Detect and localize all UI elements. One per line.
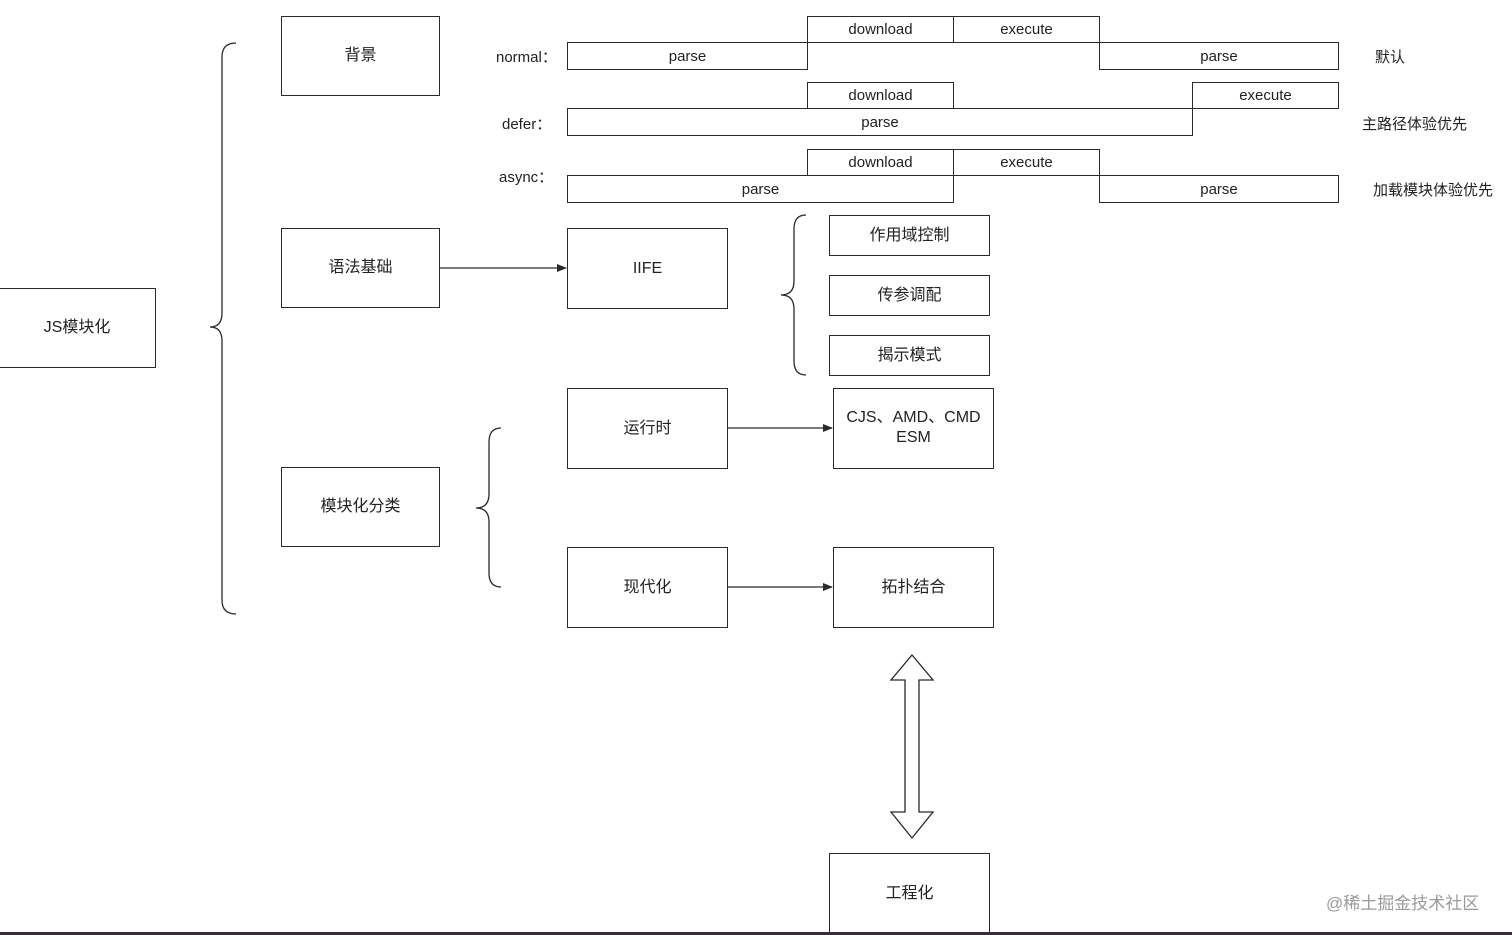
module-systems-node: CJS、AMD、CMD ESM: [833, 388, 994, 469]
async-parse-1: parse: [567, 175, 954, 203]
background-label: 背景: [344, 47, 377, 64]
double-arrow: [889, 653, 935, 840]
segment-label: download: [848, 21, 913, 38]
timeline-label-defer: defer：: [502, 116, 552, 133]
segment-label: parse: [668, 47, 707, 65]
async-execute: execute: [953, 149, 1100, 176]
defer-execute: execute: [1192, 82, 1339, 109]
segment-label: execute: [1239, 87, 1292, 104]
segment-label: download: [848, 154, 913, 171]
segment-label: parse: [741, 180, 780, 198]
feature-param-passing: 传参调配: [829, 275, 990, 316]
async-parse-2: parse: [1099, 175, 1339, 203]
normal-download: download: [807, 16, 954, 43]
defer-parse: parse: [567, 108, 1193, 136]
feature-scope-control: 作用域控制: [829, 215, 990, 256]
classification-label: 模块化分类: [320, 498, 401, 515]
timeline-label-async: async：: [499, 169, 554, 186]
bottom-edge: [0, 932, 1512, 935]
feature-label: 作用域控制: [869, 226, 950, 244]
topology-node: 拓扑结合: [833, 547, 994, 628]
modern-node: 现代化: [567, 547, 728, 628]
timeline-note-defer: 主路径体验优先: [1362, 116, 1468, 133]
engineering-label: 工程化: [885, 884, 934, 902]
feature-label: 传参调配: [877, 286, 942, 304]
module-systems-label: CJS、AMD、CMD ESM: [846, 409, 981, 446]
classification-brace: [475, 427, 502, 588]
runtime-node: 运行时: [567, 388, 728, 469]
defer-download: download: [807, 82, 954, 109]
background-node: 背景: [281, 16, 440, 96]
segment-label: parse: [861, 113, 899, 131]
topology-label: 拓扑结合: [881, 578, 946, 596]
normal-execute: execute: [953, 16, 1100, 43]
feature-revealing-pattern: 揭示模式: [829, 335, 990, 376]
modern-label: 现代化: [623, 578, 672, 596]
timeline-note-async: 加载模块体验优先: [1373, 182, 1494, 199]
classification-node: 模块化分类: [281, 467, 440, 547]
async-download: download: [807, 149, 954, 176]
runtime-label: 运行时: [623, 419, 672, 437]
syntax-basics-label: 语法基础: [328, 259, 393, 276]
watermark: @稀土掘金技术社区: [1326, 894, 1480, 913]
segment-label: execute: [1000, 154, 1053, 171]
root-node: JS模块化: [0, 288, 156, 368]
engineering-node: 工程化: [829, 853, 990, 934]
segment-label: download: [848, 87, 913, 104]
syntax-basics-node: 语法基础: [281, 228, 440, 308]
timeline-label-normal: normal：: [496, 49, 557, 66]
segment-label: execute: [1000, 21, 1053, 38]
feature-label: 揭示模式: [877, 346, 942, 364]
segment-label: parse: [1200, 180, 1238, 198]
main-brace: [209, 42, 237, 615]
iife-node: IIFE: [567, 228, 728, 309]
normal-parse-1: parse: [567, 42, 808, 70]
root-label: JS模块化: [43, 319, 111, 336]
normal-parse-2: parse: [1099, 42, 1339, 70]
iife-label: IIFE: [632, 259, 663, 277]
timeline-note-normal: 默认: [1375, 49, 1406, 66]
segment-label: parse: [1200, 47, 1238, 65]
iife-brace: [780, 214, 807, 376]
